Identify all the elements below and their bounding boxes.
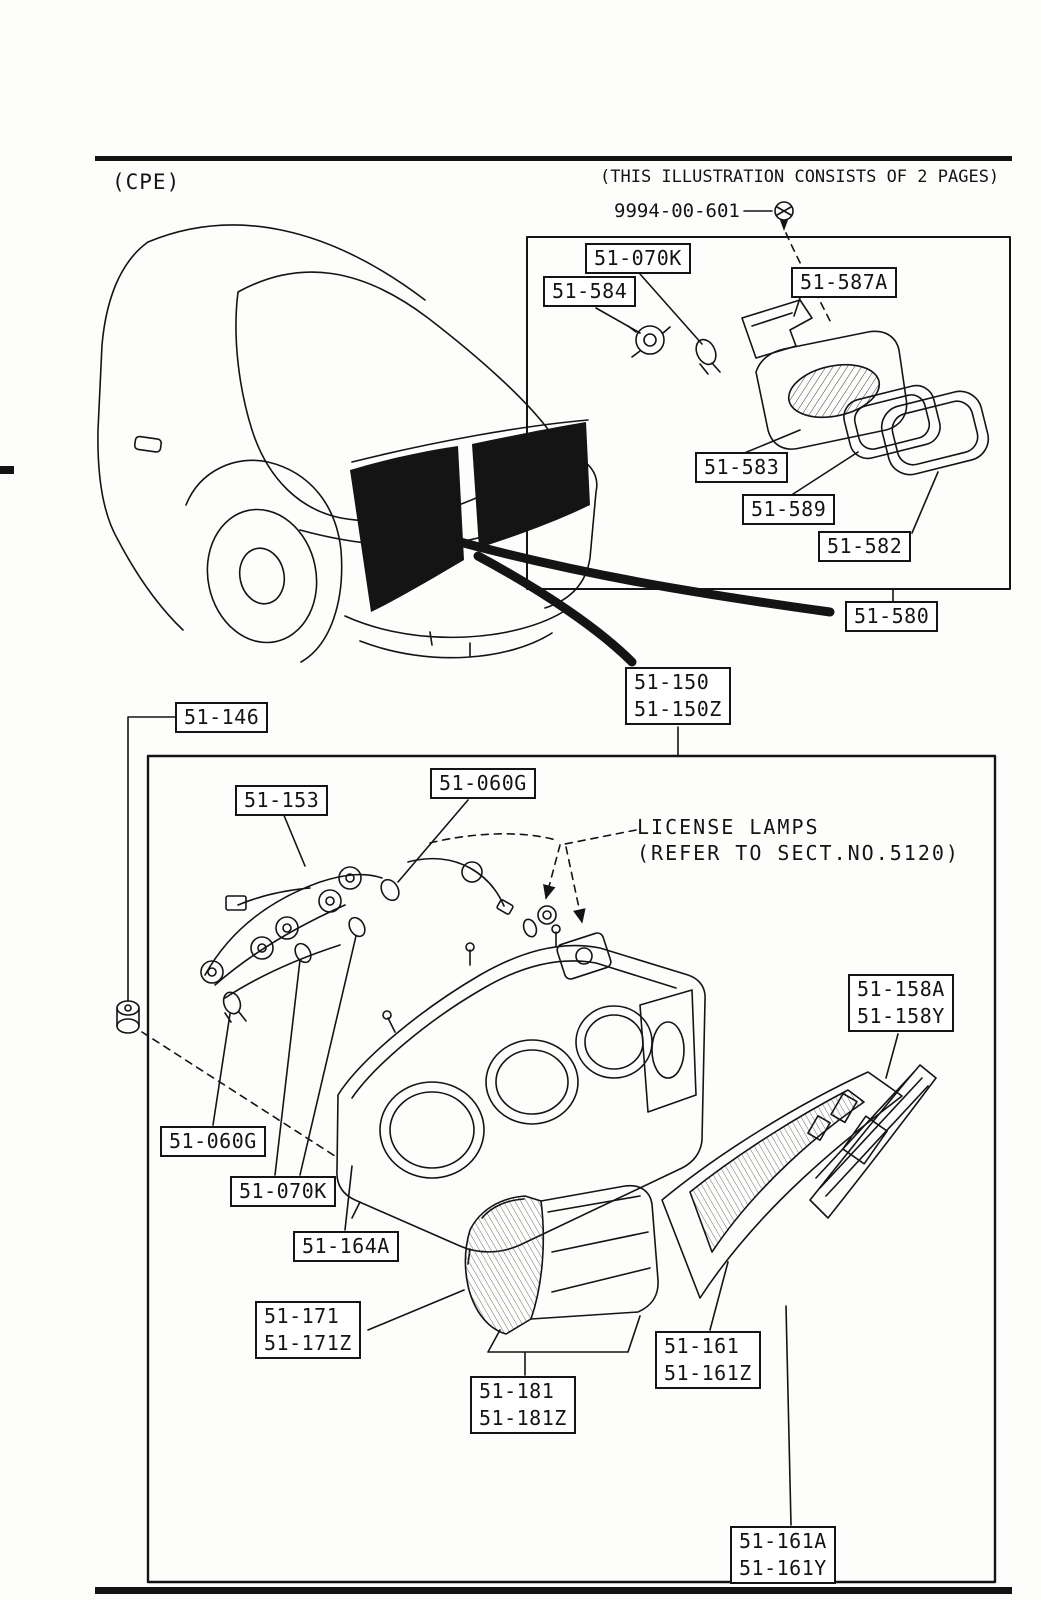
variant-label: (CPE) (112, 170, 181, 194)
part-label-51-580: 51-580 (845, 601, 939, 632)
part-label-51-181: 51-181 51-181Z (470, 1376, 576, 1434)
pages-note: (THIS ILLUSTRATION CONSISTS OF 2 PAGES) (600, 167, 1000, 187)
rear-lamp-frame (146, 754, 997, 1584)
rear-lamp-exploded (116, 716, 937, 1335)
part-label-51-589: 51-589 (742, 494, 836, 525)
part-label-51-153: 51-153 (235, 785, 329, 816)
part-label-51-060g-bottom: 51-060G (160, 1126, 266, 1157)
wiring-harness (200, 866, 400, 1023)
part-label-51-060g-top: 51-060G (430, 768, 536, 799)
part-label-51-070k-bottom: 51-070K (230, 1176, 336, 1207)
part-label-51-070k-top: 51-070K (585, 243, 691, 274)
fastener-part-number: 9994-00-601 (614, 200, 740, 222)
license-lamp-parts (407, 829, 637, 980)
part-label-51-583: 51-583 (695, 452, 789, 483)
screw-icon (774, 201, 794, 231)
part-label-51-150: 51-150 51-150Z (625, 667, 731, 725)
part-label-51-161a: 51-161A 51-161Y (730, 1526, 836, 1584)
main-lens (530, 1184, 659, 1320)
highmount-frame (526, 236, 1011, 590)
part-label-51-171: 51-171 51-171Z (255, 1301, 361, 1359)
part-label-51-584: 51-584 (543, 276, 637, 307)
part-label-51-158a: 51-158A 51-158Y (848, 974, 954, 1032)
high-mount-lamp-exploded (627, 201, 990, 476)
part-label-51-161: 51-161 51-161Z (655, 1331, 761, 1389)
car-illustration (0, 224, 598, 663)
part-label-51-146: 51-146 (175, 702, 269, 733)
part-label-51-164a: 51-164A (293, 1231, 399, 1262)
part-label-51-582: 51-582 (818, 531, 912, 562)
inner-panel (661, 1071, 903, 1299)
top-rule (95, 156, 1012, 161)
grommet-part (116, 1000, 140, 1034)
license-lamps-note: LICENSE LAMPS (REFER TO SECT.NO.5120) (637, 815, 960, 865)
outer-lens (809, 1064, 937, 1219)
bottom-rule (95, 1587, 1012, 1594)
corner-lens (464, 1195, 545, 1335)
part-label-51-587a: 51-587A (791, 267, 897, 298)
pointer-swooshes (440, 533, 835, 667)
leader-lines-top (595, 273, 939, 757)
leader-lines-bottom (212, 799, 899, 1526)
